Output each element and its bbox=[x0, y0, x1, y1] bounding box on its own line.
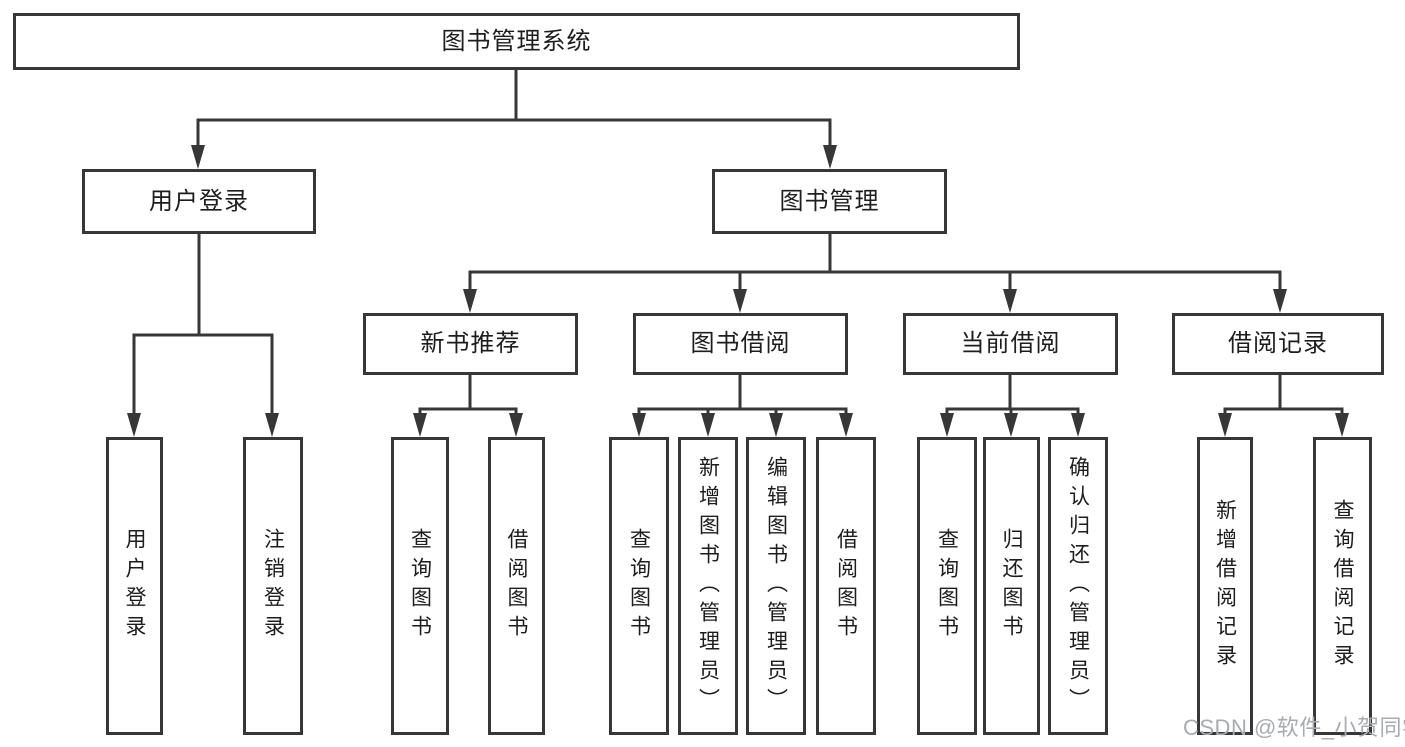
leaf-bb-query-books: 查询图书 bbox=[609, 437, 669, 735]
leaf-bb-add-books-admin: 新增图书（管理员） bbox=[678, 437, 738, 735]
leaf-cb-confirm-return-admin: 确认归还（管理员） bbox=[1048, 437, 1108, 735]
connector-user-login-children bbox=[132, 234, 274, 418]
leaf-br-add-record: 新增借阅记录 bbox=[1197, 437, 1253, 735]
node-user-login: 用户登录 bbox=[82, 169, 316, 234]
connector-current-borrow-children bbox=[945, 375, 1080, 418]
connector-book-mgmt-children bbox=[468, 234, 1282, 294]
node-book-management: 图书管理 bbox=[712, 169, 947, 234]
leaf-user-login: 用户登录 bbox=[106, 437, 163, 735]
connector-new-book-children bbox=[418, 375, 518, 418]
arrowheads bbox=[127, 145, 1349, 437]
connector-book-borrow-children bbox=[637, 375, 848, 418]
leaf-nbr-query-books: 查询图书 bbox=[391, 437, 449, 735]
leaf-cb-return-books: 归还图书 bbox=[983, 437, 1040, 735]
node-book-borrowing: 图书借阅 bbox=[633, 313, 848, 375]
node-root-library-system: 图书管理系统 bbox=[13, 13, 1020, 70]
connector-root-to-level2 bbox=[196, 70, 832, 150]
node-new-book-recommend: 新书推荐 bbox=[363, 313, 578, 375]
leaf-br-query-record: 查询借阅记录 bbox=[1313, 437, 1372, 735]
node-current-borrowing: 当前借阅 bbox=[903, 313, 1118, 375]
connector-borrow-record-children bbox=[1223, 375, 1344, 418]
node-borrowing-records: 借阅记录 bbox=[1172, 313, 1384, 375]
leaf-bb-borrow-books: 借阅图书 bbox=[816, 437, 876, 735]
csdn-watermark: CSDN @软件_小贺同学 bbox=[1183, 715, 1405, 740]
leaf-bb-edit-books-admin: 编辑图书（管理员） bbox=[746, 437, 806, 735]
leaf-nbr-borrow-books: 借阅图书 bbox=[488, 437, 545, 735]
leaf-cb-query-books: 查询图书 bbox=[917, 437, 977, 735]
leaf-logout: 注销登录 bbox=[243, 437, 303, 735]
